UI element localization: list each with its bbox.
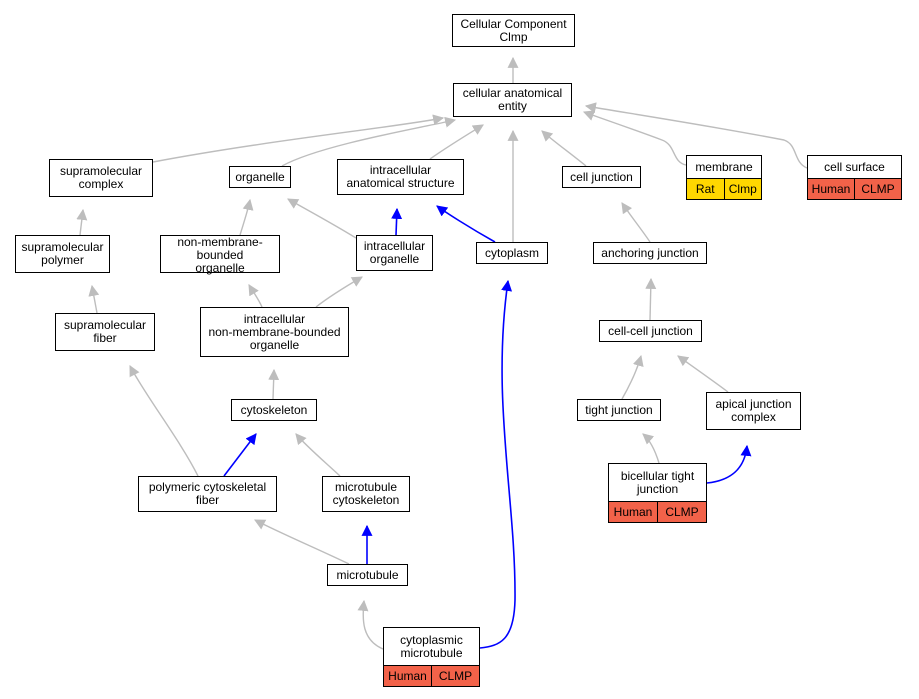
node-organelle[interactable]: organelle xyxy=(229,166,291,188)
node-supramolecular-polymer[interactable]: supramolecular polymer xyxy=(15,235,110,273)
gene-tag: CLMP xyxy=(431,666,479,686)
node-label: cell surface xyxy=(824,159,885,174)
edge-is-a-cell-surface-to-cellular-anatomical-entity xyxy=(584,102,808,169)
edge-is-a-intracellular-nmbo-to-non-membrane-bounded-organelle xyxy=(248,284,263,308)
gene-tag: CLMP xyxy=(657,502,706,522)
node-cytoskeleton[interactable]: cytoskeleton xyxy=(231,399,317,421)
node-label: bicellular tight junction xyxy=(620,468,695,496)
node-label: cytoplasmic microtubule xyxy=(400,632,463,660)
node-label: intracellular anatomical structure xyxy=(346,163,455,190)
node-root[interactable]: Cellular Component Clmp xyxy=(452,14,575,47)
node-label: cell junction xyxy=(570,169,633,184)
edge-is-a-cell-cell-junction-to-anchoring-junction xyxy=(645,277,657,321)
node-cellular-anatomical-entity[interactable]: cellular anatomical entity xyxy=(453,83,572,117)
edge-is-a-microtubule-to-polymeric-cytoskeletal-fiber xyxy=(642,433,660,464)
node-label: cytoplasm xyxy=(484,245,540,260)
edge-is-a-anchoring-junction-to-cell-junction xyxy=(621,202,651,243)
edge-is-a-cytoskeleton-to-intracellular-nmbo xyxy=(268,368,280,400)
edge-is-a-polymeric-cytoskeletal-fiber-to-supramolecular-fiber xyxy=(129,365,199,477)
node-supramolecular-complex[interactable]: supramolecular complex xyxy=(49,159,153,197)
node-label: cytoskeleton xyxy=(240,402,308,417)
edge-is-a-cytoplasmic-microtubule-to-microtubule xyxy=(357,599,384,650)
node-cytoplasm[interactable]: cytoplasm xyxy=(476,242,548,264)
node-label: membrane xyxy=(695,159,753,174)
node-microtubule-cytoskeleton[interactable]: microtubule cytoskeleton xyxy=(322,476,410,512)
species-tag: Human xyxy=(808,179,854,199)
edge-is-a-organelle-to-cellular-anatomical-entity xyxy=(281,116,457,167)
edge-part-of-polymeric-cytoskeletal-fiber-to-cytoskeleton xyxy=(223,433,257,477)
node-label: microtubule xyxy=(336,567,399,582)
species-tag: Human xyxy=(384,666,431,686)
edge-is-a-intracellular-organelle-to-organelle xyxy=(287,198,357,239)
node-cell-junction[interactable]: cell junction xyxy=(562,166,641,188)
node-label: cell-cell junction xyxy=(608,323,693,338)
edge-is-a-tight-junction-to-cell-cell-junction xyxy=(621,354,644,400)
node-label: intracellular organelle xyxy=(363,239,426,266)
node-apical-junction-complex[interactable]: apical junction complex xyxy=(706,392,801,430)
node-tight-junction[interactable]: tight junction xyxy=(577,399,661,421)
node-label: non-membrane-bounded organelle xyxy=(177,235,263,275)
node-label: supramolecular complex xyxy=(59,164,143,191)
node-label: supramolecular fiber xyxy=(63,318,147,345)
edge-part-of-microtubule-to-microtubule-cytoskeleton xyxy=(706,444,752,484)
node-label: supramolecular polymer xyxy=(21,240,104,267)
edge-part-of-intracellular-organelle-to-intracellular-anatomical-structure xyxy=(391,207,403,236)
edge-is-a-supramolecular-fiber-to-supramolecular-polymer xyxy=(88,284,100,314)
edge-part-of-cytoplasm-to-intracellular-anatomical-structure xyxy=(436,205,496,243)
edge-is-a-bicellular-tight-junction-to-tight-junction xyxy=(254,519,350,565)
node-label: tight junction xyxy=(585,402,653,417)
node-label: organelle xyxy=(235,169,285,184)
node-label: Cellular Component Clmp xyxy=(460,16,567,44)
edge-is-a-cell-junction-to-cellular-anatomical-entity xyxy=(541,130,587,167)
edge-is-a-membrane-to-cellular-anatomical-entity xyxy=(582,110,687,166)
edge-is-a-intracellular-anatomical-structure-to-cellular-anatomical-entity xyxy=(429,124,484,160)
edge-is-a-apical-junction-complex-to-cell-cell-junction xyxy=(677,355,729,393)
gene-tag: CLMP xyxy=(854,179,901,199)
node-polymeric-cytoskeletal-fiber[interactable]: polymeric cytoskeletal fiber xyxy=(138,476,277,512)
node-label: intracellular non-membrane-bounded organ… xyxy=(208,311,341,352)
edge-is-a-non-membrane-bounded-organelle-to-organelle xyxy=(239,198,254,236)
node-cell-cell-junction[interactable]: cell-cell junction xyxy=(599,320,702,342)
species-tag: Rat xyxy=(687,179,724,199)
node-microtubule[interactable]: microtubule xyxy=(327,564,408,586)
node-intracellular-nmbo[interactable]: intracellular non-membrane-bounded organ… xyxy=(200,307,349,357)
node-label: cellular anatomical entity xyxy=(462,86,563,113)
node-label: polymeric cytoskeletal fiber xyxy=(148,480,267,507)
node-supramolecular-fiber[interactable]: supramolecular fiber xyxy=(55,313,155,351)
edge-part-of-cytoplasmic-microtubule-to-cytoplasm xyxy=(479,279,516,649)
gene-tag: Clmp xyxy=(723,179,761,199)
node-label: apical junction complex xyxy=(715,397,792,424)
edge-is-a-intracellular-nmbo-to-intracellular-organelle xyxy=(315,276,363,308)
node-intracellular-organelle[interactable]: intracellular organelle xyxy=(356,235,433,271)
edge-is-a-supramolecular-complex-to-cellular-anatomical-entity xyxy=(152,114,445,163)
node-label: microtubule cytoskeleton xyxy=(332,480,400,507)
node-label: anchoring junction xyxy=(601,245,699,260)
edge-is-a-supramolecular-polymer-to-supramolecular-complex xyxy=(76,208,88,236)
species-tag: Human xyxy=(609,502,657,522)
node-intracellular-anatomical-structure[interactable]: intracellular anatomical structure xyxy=(337,159,464,195)
edge-is-a-microtubule-cytoskeleton-to-cytoskeleton xyxy=(295,433,341,477)
node-non-membrane-bounded-organelle[interactable]: non-membrane-bounded organelle xyxy=(160,235,280,275)
node-anchoring-junction[interactable]: anchoring junction xyxy=(593,242,707,264)
